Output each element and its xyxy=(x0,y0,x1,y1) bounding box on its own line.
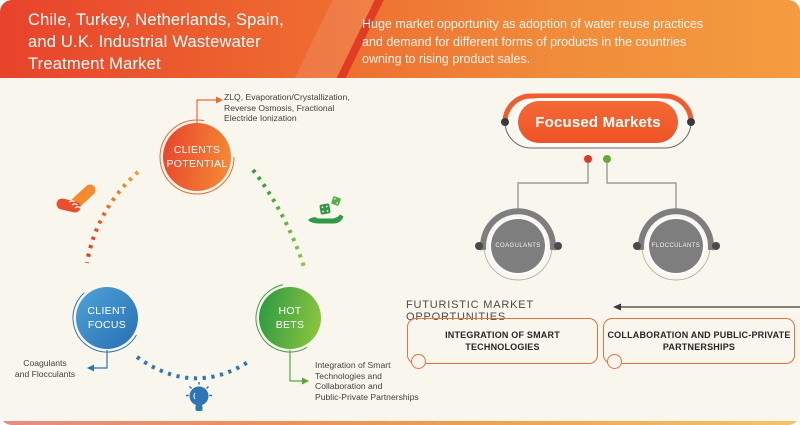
connector-hotbets-annotation xyxy=(289,350,302,382)
outline-right-dot xyxy=(687,118,695,126)
node-coagulants: COAGULANTS xyxy=(491,219,545,273)
flocculants-right-dot xyxy=(712,242,720,250)
opportunity-box-smart-technologies-label: INTEGRATION OF SMART TECHNOLOGIES xyxy=(445,329,560,352)
branch-line-left xyxy=(517,163,589,209)
branch-red-dot xyxy=(584,155,592,163)
focused-markets-pill: Focused Markets xyxy=(518,101,678,143)
opportunity-box-corner-circle-1 xyxy=(411,354,426,369)
node-hot-bets: HOT BETS xyxy=(259,287,321,349)
arrowhead-clients xyxy=(216,96,223,104)
dice-hand-icon xyxy=(308,196,344,224)
coagulants-left-dot xyxy=(475,242,483,250)
node-flocculants: FLOCCULANTS xyxy=(649,219,703,273)
arc-focus-to-hotbets xyxy=(135,355,250,381)
bottom-accent-bar xyxy=(0,421,800,425)
node-flocculants-label: FLOCCULANTS xyxy=(651,243,701,249)
arc-clients-to-focus xyxy=(85,170,140,264)
connector-clients-annotation xyxy=(196,99,216,126)
header-banner: Chile, Turkey, Netherlands, Spain, and U… xyxy=(0,0,800,78)
connector-focus-annotation xyxy=(94,350,108,369)
opportunity-box-partnerships: COLLABORATION AND PUBLIC-PRIVATE PARTNER… xyxy=(603,318,795,364)
node-client-focus: CLIENT FOCUS xyxy=(76,287,138,349)
node-clients-potential: CLIENTS POTENTIAL xyxy=(163,123,231,191)
focused-markets-label: Focused Markets xyxy=(535,113,661,131)
node-hot-bets-label: HOT BETS xyxy=(275,304,305,331)
branch-green-dot xyxy=(603,155,611,163)
node-coagulants-label: COAGULANTS xyxy=(495,243,541,249)
arrowhead-hotbets xyxy=(302,377,309,385)
annotation-client-focus: Coagulants and Flocculants xyxy=(14,358,76,379)
outline-left-dot xyxy=(501,118,509,126)
coagulants-right-dot xyxy=(554,242,562,250)
arrowhead-focus xyxy=(87,364,94,372)
flocculants-left-dot xyxy=(633,242,641,250)
lightbulb-icon xyxy=(186,382,212,411)
handshake-icon xyxy=(56,184,96,213)
annotation-hot-bets: Integration of Smart Technologies and Co… xyxy=(315,360,419,402)
header-subtitle: Huge market opportunity as adoption of w… xyxy=(362,17,704,66)
annotation-clients-potential: ZLQ, Evaporation/Crystallization, Revers… xyxy=(224,92,350,124)
opportunity-box-partnerships-label: COLLABORATION AND PUBLIC-PRIVATE PARTNER… xyxy=(607,329,791,352)
opportunity-box-corner-circle-2 xyxy=(607,354,622,369)
opportunities-heading: FUTURISTIC MARKET OPPORTUNITIES xyxy=(406,299,534,323)
page-title: Chile, Turkey, Netherlands, Spain, and U… xyxy=(28,11,284,73)
node-clients-potential-label: CLIENTS POTENTIAL xyxy=(166,143,228,170)
arc-clients-to-hotbets xyxy=(251,168,307,271)
node-client-focus-label: CLIENT FOCUS xyxy=(87,304,127,331)
branch-line-right xyxy=(606,163,677,209)
opportunity-box-smart-technologies: INTEGRATION OF SMART TECHNOLOGIES xyxy=(407,318,598,364)
